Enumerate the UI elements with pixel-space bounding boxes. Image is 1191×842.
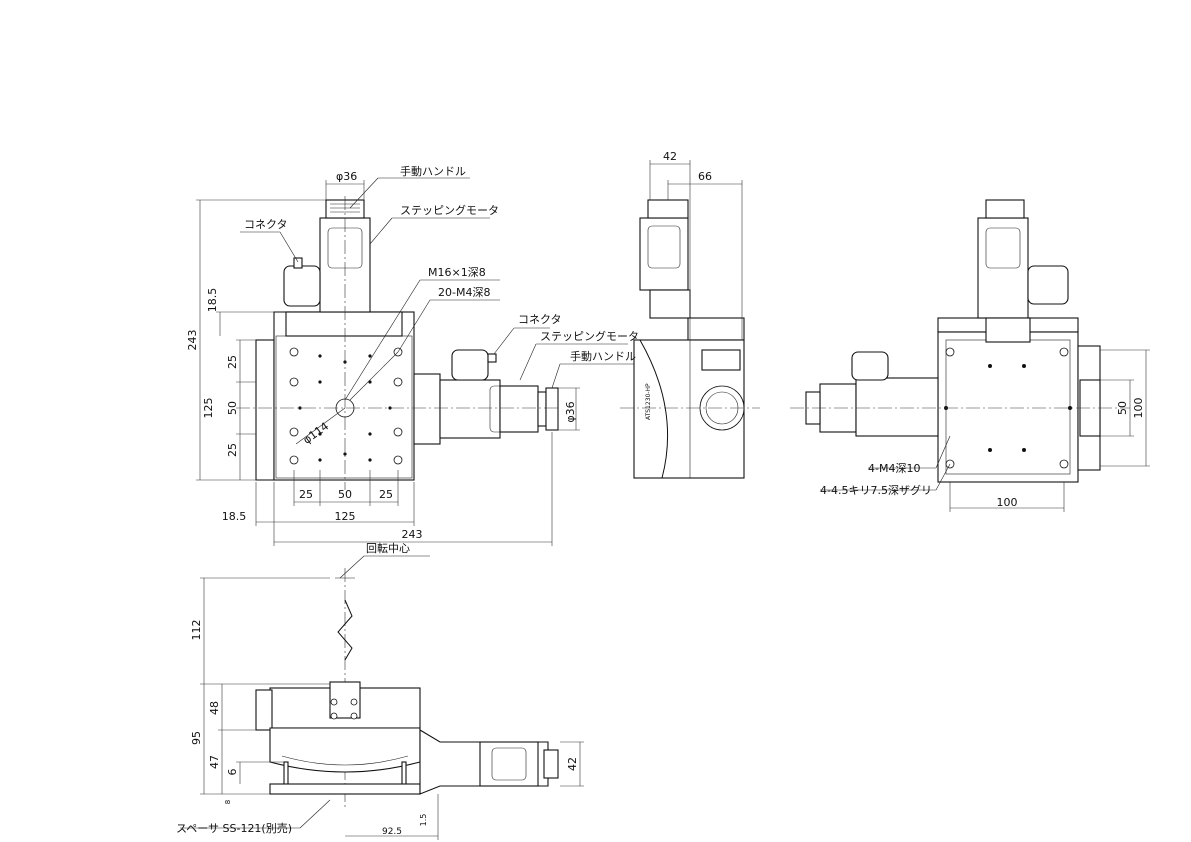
dim-front-42: 42 [566,757,579,771]
label-stepping-motor-right: ステッピングモータ [540,329,639,343]
dim-v125: 125 [202,398,215,419]
right-view-handle [985,199,1025,219]
labels: 手動ハンドル ステッピングモータ コネクタ M16×1深8 20-M4深8 コネ… [176,164,932,835]
right-view [790,199,1150,512]
dim-h25a: 25 [299,488,313,501]
dim-front-92-5: 92.5 [382,827,402,837]
dim-front-6: 6 [226,769,239,776]
dim-v25b: 25 [226,443,239,457]
left-flange [255,339,275,481]
front-view [180,555,584,840]
label-stepping-motor-top: ステッピングモータ [400,203,499,217]
dim-v243: 243 [186,330,199,351]
label-counterbore-holes: 4-4.5キリ7.5深ザグリ [820,483,932,497]
mounting-holes [289,347,403,465]
side-handle [647,199,689,219]
dim-h25b: 25 [379,488,393,501]
label-m4-holes-4: 4-M4深10 [868,462,920,475]
label-connector-top: コネクタ [244,218,288,231]
label-connector-right: コネクタ [518,313,562,326]
dim-front-95: 95 [190,731,203,745]
dim-front-8: 8 [224,800,232,804]
label-m4-holes-20: 20-M4深8 [438,286,490,299]
right-handle [545,387,559,431]
dim-h243: 243 [402,528,423,541]
dim-front-47: 47 [208,755,221,769]
dim-side-42: 42 [663,150,677,163]
right-body [937,331,1079,483]
dim-h50: 50 [338,488,352,501]
dim-side-66: 66 [698,170,712,183]
top-connector [283,265,321,307]
side-motor [639,217,689,291]
right-motor-mount [413,373,441,445]
dim-v25a: 25 [226,355,239,369]
dim-right-h100: 100 [997,496,1018,509]
dim-front-1-5: 1.5 [419,814,428,827]
dim-front-48: 48 [208,701,221,715]
front-handle [543,749,559,779]
dim-h18-5: 18.5 [222,510,247,523]
front-motor [479,741,539,787]
dimension-values: φ36 φ36 φ114 243 18.5 25 50 25 125 25 50… [186,150,1145,837]
side-connector [701,349,741,371]
dim-right-100: 100 [1132,398,1145,419]
label-manual-handle-right: 手動ハンドル [570,349,636,363]
dim-v18-5: 18.5 [206,288,219,313]
right-connector [451,349,489,381]
dim-d36-side: φ36 [564,401,577,422]
label-m16-thread: M16×1深8 [428,266,486,279]
front-base [269,783,421,795]
label-spacer: スペーサ SS-121(別売) [176,822,292,835]
label-model: ATS1230-HP [645,383,652,420]
dim-right-50: 50 [1116,401,1129,415]
dim-h125: 125 [335,510,356,523]
dim-d36-top: φ36 [336,170,357,183]
right-motor [439,379,501,439]
front-rotary-scale [269,727,421,773]
label-rotation-center: 回転中心 [366,542,410,555]
top-view [196,177,662,546]
label-manual-handle-top: 手動ハンドル [400,164,466,178]
dim-front-112: 112 [190,620,203,641]
dim-v50: 50 [226,401,239,415]
top-stage-body [273,311,415,481]
side-view [620,160,760,479]
